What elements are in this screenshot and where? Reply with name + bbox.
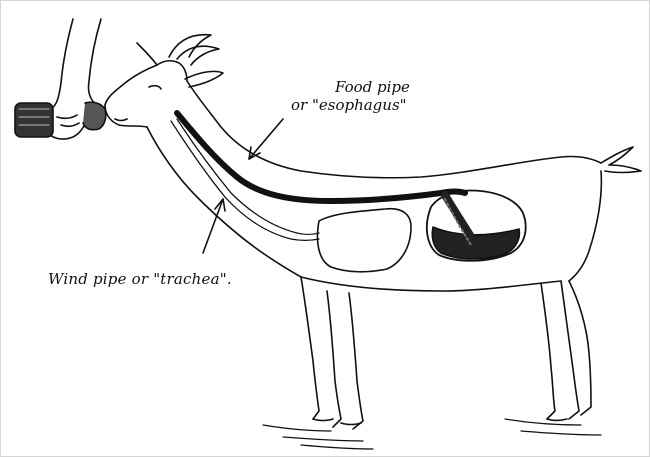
wind-pipe-label: Wind pipe or "trachea". bbox=[48, 270, 232, 288]
food-pipe-label-line1: Food pipe bbox=[291, 78, 410, 96]
food-pipe-label-line2: or "esophagus" bbox=[291, 96, 410, 114]
food-pipe-arrow-icon bbox=[249, 119, 283, 159]
lung-icon bbox=[318, 209, 412, 272]
bottle-icon bbox=[15, 102, 106, 137]
ground-lines bbox=[263, 419, 601, 449]
stomach-icon bbox=[427, 191, 526, 261]
food-pipe-label: Food pipe or "esophagus" bbox=[291, 78, 410, 114]
